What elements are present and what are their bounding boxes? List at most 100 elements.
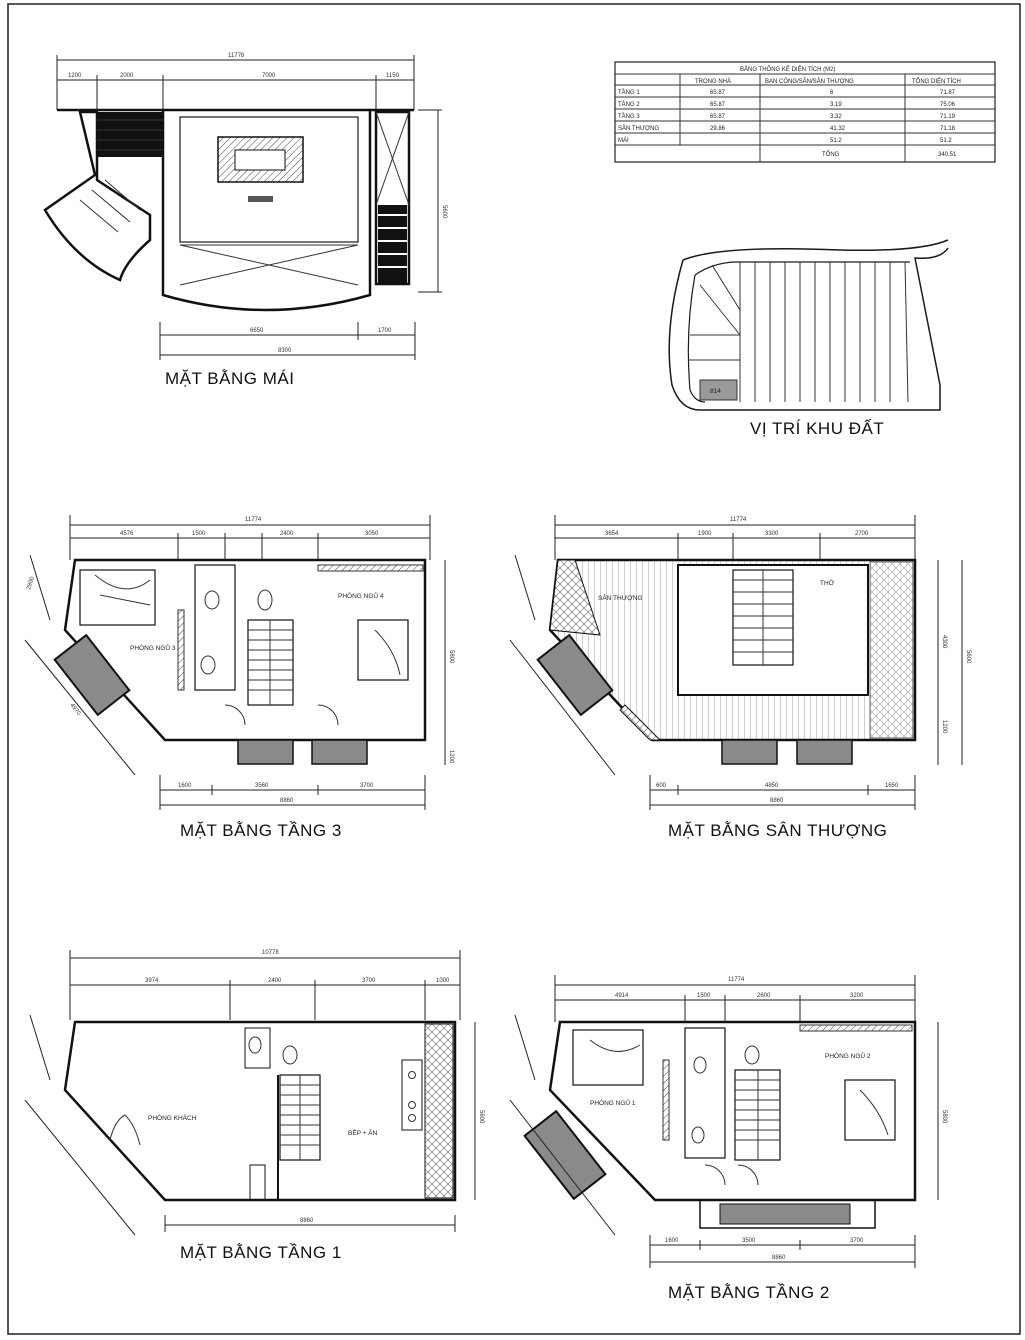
tr-terrace-label: SÂN THƯỢNG — [598, 593, 643, 602]
area-r2-c3: 75.06 — [940, 102, 956, 108]
f2-dim-total: 11774 — [728, 977, 745, 983]
f1-kitchen-counter — [401, 1059, 423, 1131]
f3-room-bed4-label: PHÒNG NGỦ 4 — [338, 591, 384, 600]
roof-tag — [248, 196, 273, 202]
area-r3-c1: 65.87 — [710, 114, 726, 120]
tr-planter-2 — [796, 739, 853, 765]
f2-dim-right: 5800 — [941, 1110, 947, 1124]
f1-dim-total: 10778 — [262, 950, 279, 956]
area-table-title: BẢNG THỐNG KÊ DIỆN TÍCH (M2) — [740, 65, 835, 73]
f1-living-label: PHÒNG KHÁCH — [148, 1113, 197, 1122]
f2-dim-b1: 1600 — [665, 1238, 679, 1244]
site-lots — [688, 261, 909, 403]
roof-dim-2: 2000 — [120, 73, 134, 79]
roof-main-outline — [161, 110, 372, 312]
f3-dim-b3: 3700 — [360, 783, 374, 789]
f1-dim-right: 5600 — [478, 1110, 484, 1124]
f2-bed-1 — [572, 1029, 644, 1086]
f3-outer-wall — [63, 558, 427, 742]
sheet-border — [7, 3, 1021, 1335]
floor3-plan: 11774 4576 1500 2400 3050 PHÒNG NGỦ 3 PH… — [24, 515, 454, 840]
f2-bathroom — [684, 1027, 726, 1159]
f3-dim-diag: 2800 — [26, 575, 36, 590]
roof-dim-bottom-total: 8300 — [278, 348, 292, 354]
floor1-title: MẶT BẰNG TẦNG 1 — [180, 1243, 342, 1262]
area-r1-c3: 71.87 — [940, 90, 956, 96]
area-r4-c1: 29.86 — [710, 126, 726, 132]
floor2-title: MẶT BẰNG TẦNG 2 — [668, 1283, 830, 1302]
site-plan: 814 VỊ TRÍ KHU ĐẤT — [668, 239, 949, 438]
f3-dim-1: 4576 — [120, 531, 134, 537]
f2-dim-3: 2600 — [757, 993, 771, 999]
area-r1-label: TẦNG 1 — [618, 89, 640, 96]
f3-dim-right: 5800 — [448, 650, 454, 664]
f3-dim-3: 2400 — [280, 531, 294, 537]
area-table-h1: TRONG NHÀ — [695, 78, 731, 85]
area-total-value: 340.51 — [938, 152, 957, 158]
site-lot-label: 814 — [710, 388, 721, 395]
f2-dim-1: 4914 — [615, 993, 629, 999]
roof-dim-1: 1200 — [68, 73, 82, 79]
area-table-h2: BAN CÔNG/SÂN/SÂN THƯỢNG — [765, 78, 854, 85]
f3-balcony-planter — [53, 633, 131, 717]
area-total-label: TỔNG — [822, 151, 840, 158]
terrace-title: MẶT BẰNG SÂN THƯỢNG — [668, 821, 887, 840]
area-r5-c2: 51.2 — [830, 138, 842, 144]
tr-dim-rtotal: 5600 — [965, 650, 971, 664]
f2-dim-btotal: 8860 — [772, 1255, 786, 1261]
f3-dim-right2: 1200 — [448, 750, 454, 764]
floor3-title: MẶT BẰNG TẦNG 3 — [180, 821, 342, 840]
tr-planter-diag — [536, 633, 614, 717]
area-r4-label: SÂN THƯỢNG — [618, 125, 659, 132]
f2-bed-2 — [844, 1079, 896, 1141]
f2-planter-diag — [523, 1109, 607, 1201]
site-title: VỊ TRÍ KHU ĐẤT — [750, 419, 884, 438]
tr-dim-r2: 1200 — [941, 720, 947, 734]
tr-dim-b3: 1650 — [885, 783, 899, 789]
roof-dim-3: 7000 — [262, 73, 276, 79]
f3-dim-b1: 1600 — [178, 783, 192, 789]
f2-dim-b3: 3700 — [850, 1238, 864, 1244]
roof-plan: 11778 1200 2000 7000 1150 5600 — [43, 53, 447, 388]
tr-dim-4: 2700 — [855, 531, 869, 537]
roof-dim-total: 11778 — [228, 53, 245, 59]
roof-dim-4: 1150 — [386, 73, 400, 79]
terrace-plan: 11774 3654 1900 3300 2700 THỜ SÂN THƯỢNG… — [509, 515, 971, 840]
f3-dim-4: 3050 — [365, 531, 379, 537]
roof-dim-bottom-1: 6650 — [250, 328, 264, 334]
area-r3-label: TẦNG 3 — [618, 113, 640, 120]
area-r2-c2: 3.19 — [830, 102, 842, 108]
f2-bed1-label: PHÒNG NGỦ 1 — [590, 1098, 636, 1107]
floor1-plan: 10778 3974 2400 3700 1000 PHÒNG KHÁCH BẾ… — [24, 950, 484, 1262]
area-r5-c3: 51.2 — [940, 138, 952, 144]
roof-left-wing — [43, 110, 152, 282]
area-r1-c1: 65.87 — [710, 90, 726, 96]
f3-dim-b2: 3560 — [255, 783, 269, 789]
f3-dim-diag2: 4970 — [68, 703, 81, 718]
area-r3-c2: 3.32 — [830, 114, 842, 120]
area-r4-c3: 71.18 — [940, 126, 956, 132]
area-r5-label: MÁI — [618, 137, 629, 144]
f1-outer-wall — [63, 1020, 457, 1202]
area-r2-c1: 65.87 — [710, 102, 726, 108]
f1-kitchen-label: BẾP + ĂN — [348, 1127, 378, 1137]
f2-bed2-label: PHÒNG NGỦ 2 — [825, 1051, 871, 1060]
tr-dim-btotal: 8860 — [770, 798, 784, 804]
area-r4-c2: 41.32 — [830, 126, 846, 132]
site-lot-highlight — [699, 379, 738, 401]
tr-dim-3: 3300 — [765, 531, 779, 537]
area-table: BẢNG THỐNG KÊ DIỆN TÍCH (M2) TRONG NHÀ B… — [614, 61, 996, 163]
f2-dim-4: 3200 — [850, 993, 864, 999]
area-r3-c3: 71.19 — [940, 114, 956, 120]
tr-dim-b2: 4850 — [765, 783, 779, 789]
f3-room-bed3-label: PHÒNG NGỦ 3 — [130, 643, 176, 652]
tr-dim-r1: 4300 — [941, 635, 947, 649]
floor2-plan: 11774 4914 1500 2600 3200 PHÒNG NGỦ 1 PH… — [509, 975, 947, 1302]
area-table-h3: TỔNG DIỆN TÍCH — [912, 77, 961, 85]
f1-dim-2: 2400 — [268, 978, 282, 984]
roof-dim-bottom-2: 1700 — [378, 328, 392, 334]
area-r2-label: TẦNG 2 — [618, 101, 640, 108]
f3-bed-3 — [79, 569, 156, 626]
f3-bathroom — [194, 564, 236, 691]
